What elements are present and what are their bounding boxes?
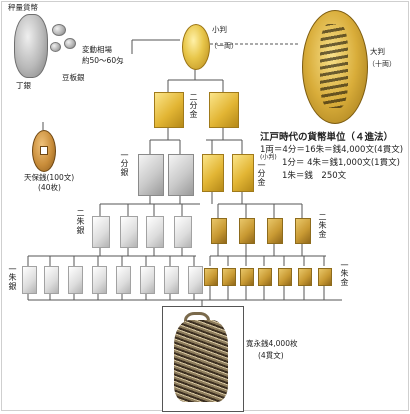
nishukin-image [267,218,283,244]
units-line-2: 1分＝ 4朱＝銭1,000文(1貫文) [282,158,400,168]
tempo-sub-label: (40枚) [38,183,61,192]
oban-ink-image [320,24,348,108]
nishugin-image [120,216,138,248]
ichibukin-image [232,154,254,192]
mameita-image [52,24,66,36]
rate-range-label: 約50～60匁 [82,56,124,65]
chogin-label: 丁銀 [16,81,31,90]
isshugin-image [92,266,107,294]
nibukin-image [154,92,184,128]
nishukin-image [211,218,227,244]
isshugin-image [164,266,179,294]
ichibugin-image [138,154,164,196]
chogin-top-label: 秤量貨幣 [8,3,38,12]
units-title: 江戸時代の貨幣単位（４進法） [260,132,394,143]
nishugin-image [174,216,192,248]
tempo-hole [40,146,48,155]
kanei-sub-label: (4貫文) [258,351,284,360]
isshugin-label: 一朱銀 [8,265,17,291]
isshugin-image [68,266,83,294]
isshukin-image [222,268,236,286]
ichibukin-label: 一分金 [257,161,266,187]
nishugin-label: 二朱銀 [76,209,85,235]
ichibugin-label: 一分銀 [120,151,129,177]
ichibugin-image [168,154,194,196]
isshugin-image [22,266,37,294]
koban-label: 小判 [212,25,227,34]
kanei-label: 寛永銭4,000枚 [246,339,298,348]
nishugin-image [92,216,110,248]
units-line-3: 1朱＝銭 250文 [282,171,347,181]
isshugin-image [116,266,131,294]
tempo-label: 天保銭(100文) [24,173,75,182]
nishugin-image [146,216,164,248]
mameita-image [64,38,76,49]
isshukin-image [258,268,272,286]
chogin-image [14,14,48,78]
units-line-1: 1両＝4分＝16朱＝銭4,000文(4貫文) [260,145,404,155]
mameita-label: 豆板銀 [62,73,85,82]
isshukin-image [298,268,312,286]
nishukin-image [295,218,311,244]
units-line-1-note: (小判) [260,154,277,161]
ichibukin-image [202,154,224,192]
oban-label: 大判 [370,47,385,56]
rate-label: 変動相場 [82,45,112,54]
isshukin-image [204,268,218,286]
isshugin-image [188,266,203,294]
isshugin-image [140,266,155,294]
connector-lines [27,39,342,306]
isshukin-image [278,268,292,286]
nibukin-image [209,92,239,128]
isshukin-label: 一朱金 [340,261,349,287]
isshugin-image [44,266,59,294]
isshukin-image [318,268,332,286]
koban-image [182,24,210,70]
koban-sub-label: （一両） [210,42,238,50]
nishukin-label: 二朱金 [318,213,327,239]
mameita-image [50,42,61,52]
isshukin-image [240,268,254,286]
oban-sub-label: （十両） [368,60,396,68]
kanei-bundle-image [174,320,228,402]
nibukin-label: 二分金 [189,93,198,119]
nishukin-image [239,218,255,244]
